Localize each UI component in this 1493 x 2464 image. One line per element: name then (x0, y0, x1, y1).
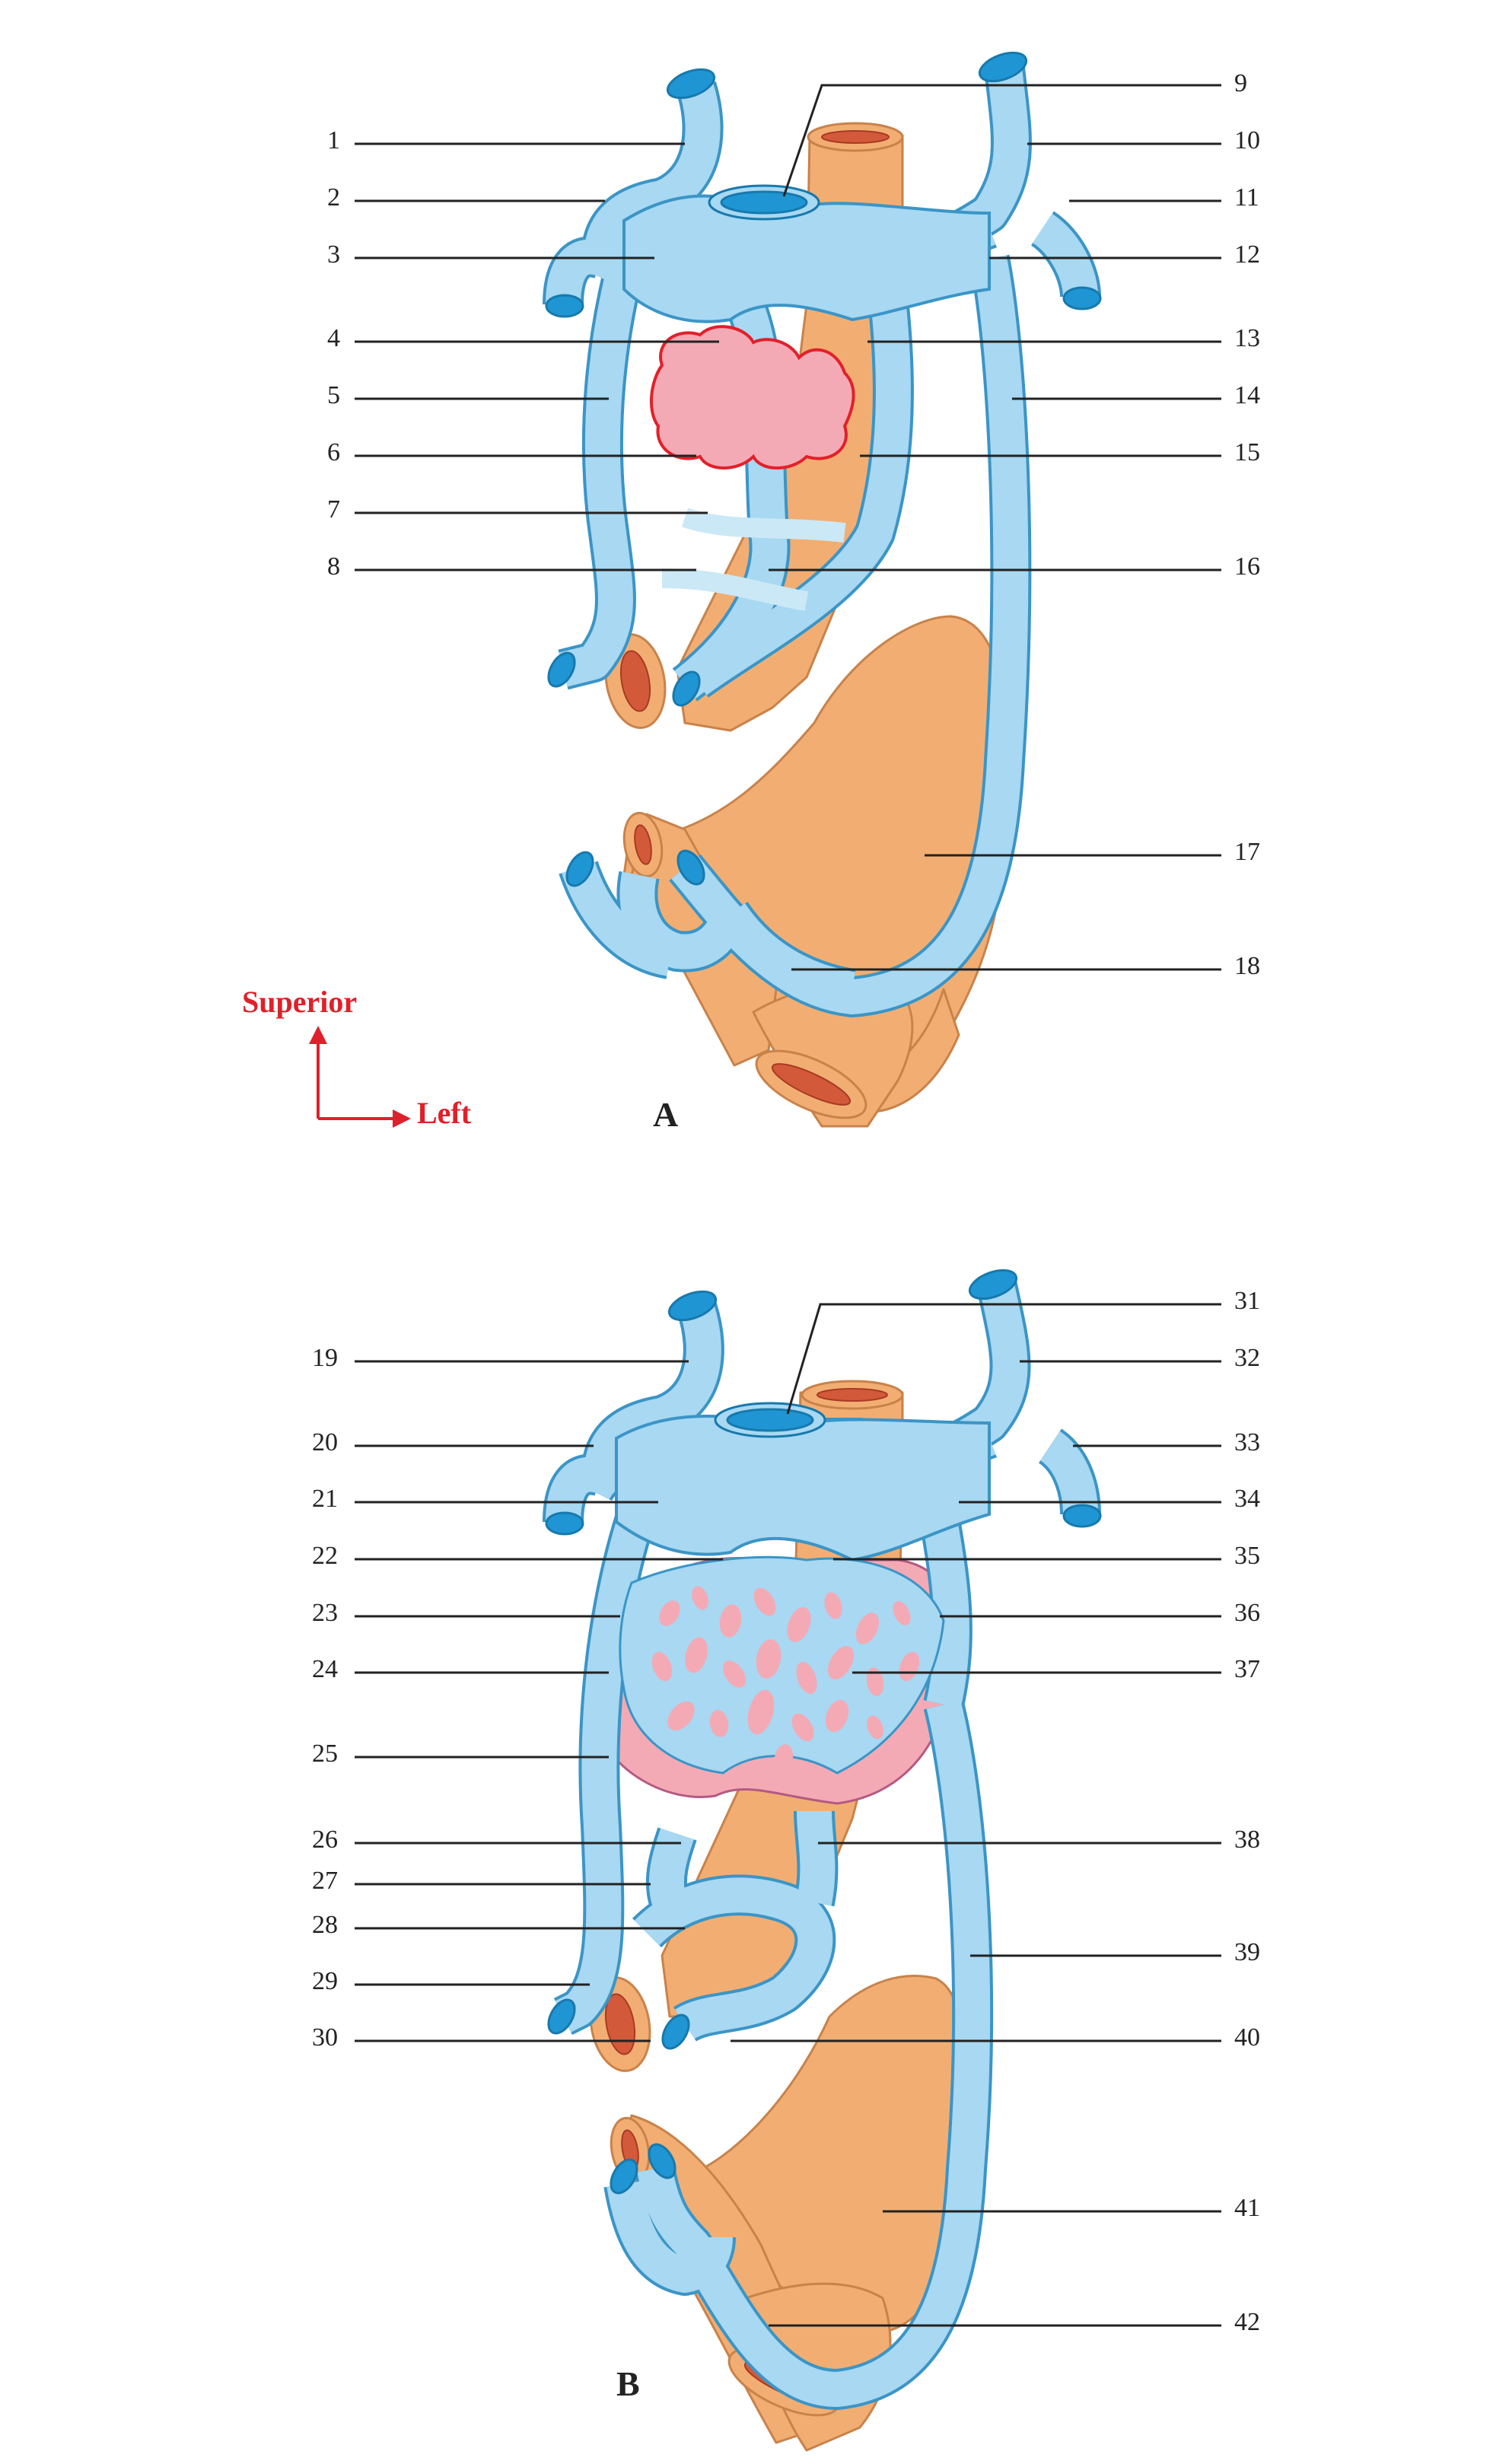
callout-25: 25 (312, 1740, 338, 1768)
jejunum-lumen-a (634, 824, 652, 865)
arrow-up-icon (309, 1026, 327, 1044)
callout-19: 19 (312, 1344, 338, 1372)
varix-network-b (619, 1555, 945, 1775)
arrow-right-icon (393, 1109, 411, 1128)
callout-7: 7 (327, 495, 340, 524)
callout-28: 28 (312, 1911, 338, 1939)
callout-41: 41 (1234, 2194, 1260, 2222)
callout-11: 11 (1234, 183, 1259, 212)
duodenum-lumen-a (619, 650, 651, 712)
callout-1: 1 (327, 126, 340, 154)
callout-16: 16 (1234, 552, 1260, 581)
portal-vein-lumen-a (720, 190, 808, 215)
labels-b: 19 20 21 22 23 24 25 26 27 28 29 30 31 3… (312, 1287, 1260, 2336)
esophagus-lumen-b (817, 1388, 888, 1402)
callout-10: 10 (1234, 126, 1260, 154)
callout-35: 35 (1234, 1542, 1260, 1570)
callout-15: 15 (1234, 438, 1260, 466)
callout-29: 29 (312, 1967, 338, 1995)
esophagus-lumen-a (821, 130, 890, 144)
superior-label: Superior (242, 985, 357, 1019)
callout-9: 9 (1234, 69, 1247, 97)
callout-24: 24 (312, 1655, 338, 1683)
callout-32: 32 (1234, 1344, 1260, 1372)
callout-33: 33 (1234, 1428, 1260, 1456)
callout-27: 27 (312, 1867, 338, 1895)
callout-26: 26 (312, 1826, 338, 1854)
portal-vein-lumen-b (726, 1408, 814, 1432)
callout-8: 8 (327, 552, 340, 581)
varix-islands-b (651, 1586, 920, 1772)
leader-lines-b (355, 1303, 1221, 2327)
panel-label-a: A (653, 1095, 678, 1134)
veins-a (543, 51, 1102, 1017)
callout-21: 21 (312, 1485, 338, 1513)
orientation-indicator: Superior Left (242, 985, 472, 1130)
callout-38: 38 (1234, 1826, 1260, 1854)
callout-40: 40 (1234, 2023, 1260, 2052)
callout-20: 20 (312, 1428, 338, 1456)
callout-30: 30 (312, 2023, 338, 2052)
callout-22: 22 (312, 1542, 338, 1570)
callout-5: 5 (327, 381, 340, 409)
leader-lines-a (355, 84, 1221, 971)
distal-gut-lumen-a (771, 1063, 852, 1106)
callout-37: 37 (1234, 1655, 1260, 1683)
callout-12: 12 (1234, 240, 1260, 269)
callout-39: 39 (1234, 1938, 1260, 1966)
callout-17: 17 (1234, 838, 1260, 866)
callout-14: 14 (1234, 381, 1260, 409)
callout-34: 34 (1234, 1485, 1260, 1513)
callout-42: 42 (1234, 2308, 1260, 2336)
panel-a: 1 2 3 4 5 6 7 8 9 10 11 12 13 14 15 16 1… (242, 51, 1260, 1134)
callout-2: 2 (327, 183, 340, 212)
callout-23: 23 (312, 1599, 338, 1627)
panel-b: 19 20 21 22 23 24 25 26 27 28 29 30 31 3… (312, 1269, 1260, 2452)
duodenum-lumen-b (604, 1993, 636, 2055)
callout-31: 31 (1234, 1287, 1260, 1315)
callout-36: 36 (1234, 1599, 1260, 1627)
callout-3: 3 (327, 240, 340, 269)
left-label: Left (417, 1096, 472, 1130)
labels-a: 1 2 3 4 5 6 7 8 9 10 11 12 13 14 15 16 1… (327, 69, 1260, 980)
panel-label-b: B (616, 2364, 640, 2403)
callout-18: 18 (1234, 952, 1260, 980)
varix-mass-a (649, 325, 855, 470)
callout-6: 6 (327, 438, 340, 466)
veins-b (543, 1269, 1102, 2410)
callout-13: 13 (1234, 324, 1260, 352)
callout-4: 4 (327, 324, 340, 352)
